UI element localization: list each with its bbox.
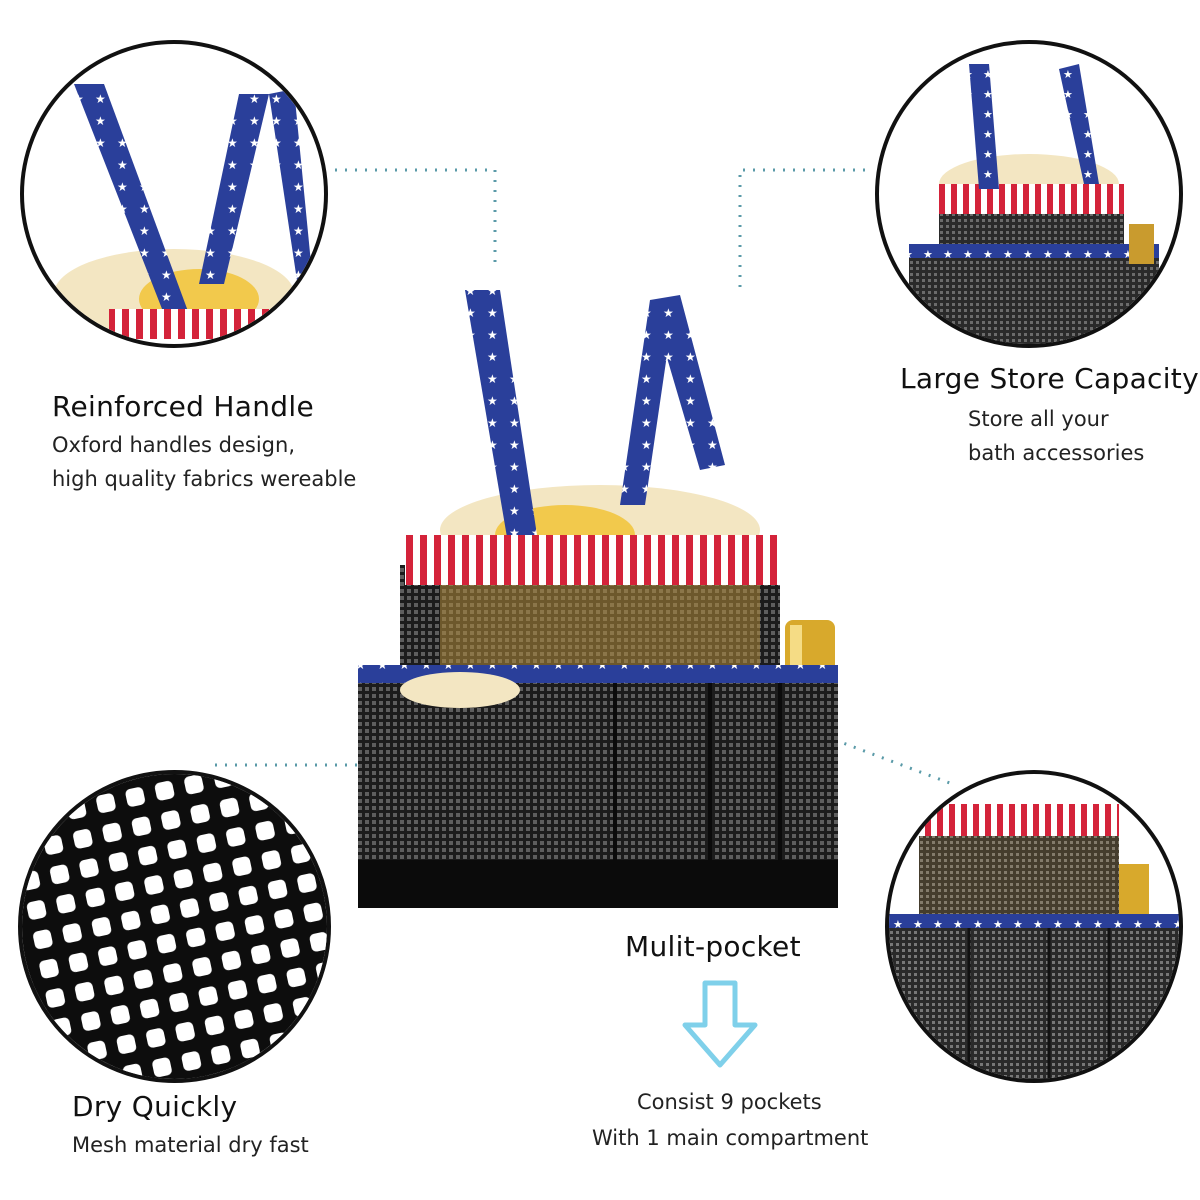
capacity-closeup-image: ★ [875, 40, 1183, 348]
pocket-closeup-image: ★ [885, 770, 1183, 1083]
capacity-title: Large Store Capacity [900, 362, 1199, 395]
connector-pocket [830, 735, 960, 795]
handle-desc-line2: high quality fabrics wereable [52, 467, 357, 491]
connector-dry [210, 755, 370, 775]
capacity-desc-line1: Store all your [968, 407, 1109, 431]
capacity-desc-line2: bath accessories [968, 441, 1145, 465]
pocket-title: Mulit-pocket [625, 930, 801, 963]
pocket-desc-line2: With 1 main compartment [592, 1126, 869, 1150]
handle-closeup-image: ★ [20, 40, 328, 348]
dry-title: Dry Quickly [72, 1090, 238, 1123]
handle-desc-line1: Oxford handles design, [52, 433, 295, 457]
pocket-desc-line1: Consist 9 pockets [637, 1090, 822, 1114]
connector-handle [330, 160, 510, 280]
mesh-closeup-image [18, 770, 331, 1083]
down-arrow-icon [680, 980, 760, 1070]
handle-title: Reinforced Handle [52, 390, 314, 423]
dry-desc-line1: Mesh material dry fast [72, 1133, 309, 1157]
connector-capacity [680, 160, 870, 300]
product-image: ★ [350, 280, 850, 920]
